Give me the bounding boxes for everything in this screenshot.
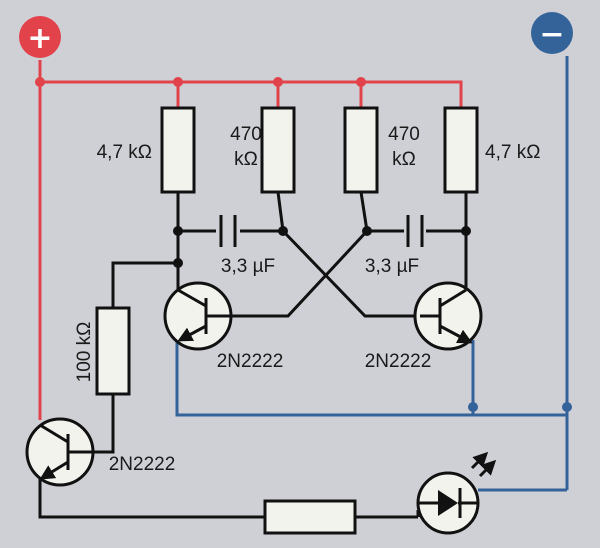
junction-dot <box>468 402 478 412</box>
resistor-r4-value: 4,7 kΩ <box>485 142 540 163</box>
transistor-q1: 2N2222 <box>163 281 284 372</box>
capacitor-c1: 3,3 µF <box>219 215 275 277</box>
transistor-q2: 2N2222 <box>365 281 483 372</box>
resistor-base-value: 100 kΩ <box>74 322 95 383</box>
junction-dot <box>273 77 283 87</box>
junction-dot <box>562 402 572 412</box>
transistor-q1-model: 2N2222 <box>217 351 284 372</box>
minus-terminal-icon: − <box>531 12 573 54</box>
junction-dot <box>356 77 366 87</box>
negative-terminal-label: − <box>539 17 564 52</box>
negative-rail <box>175 56 572 492</box>
junction-dot <box>278 226 288 236</box>
capacitor-c1-value: 3,3 µF <box>221 256 275 277</box>
capacitor-c2: 3,3 µF <box>365 215 424 277</box>
resistor-r1-value: 4,7 kΩ <box>97 142 152 163</box>
junction-dot <box>362 226 372 236</box>
positive-terminal-label: + <box>27 21 52 56</box>
transistor-q3: 2N2222 <box>25 417 176 487</box>
junction-dot <box>173 77 183 87</box>
junction-dot <box>173 258 183 268</box>
resistor-r3-value: 470 <box>388 124 420 145</box>
resistor-r2-unit: kΩ <box>234 149 258 170</box>
junction-dot <box>35 77 45 87</box>
resistor-r3: 470 kΩ <box>343 106 420 194</box>
led-icon <box>416 451 497 535</box>
transistor-q3-model: 2N2222 <box>109 454 176 475</box>
signal-wiring <box>38 191 471 519</box>
transistor-q2-model: 2N2222 <box>365 351 432 372</box>
resistor-r4: 4,7 kΩ <box>443 106 540 194</box>
resistor-r2: 470 kΩ <box>230 106 296 194</box>
resistor-r1: 4,7 kΩ <box>97 106 196 194</box>
resistor-led <box>263 499 357 535</box>
capacitor-c2-value: 3,3 µF <box>365 256 419 277</box>
positive-rail <box>35 60 463 420</box>
plus-terminal-icon: + <box>19 16 61 58</box>
junction-dot <box>173 226 183 236</box>
resistor-base: 100 kΩ <box>74 306 131 396</box>
resistor-r3-unit: kΩ <box>392 149 416 170</box>
junction-dot <box>461 226 471 236</box>
resistor-r2-value: 470 <box>230 124 262 145</box>
